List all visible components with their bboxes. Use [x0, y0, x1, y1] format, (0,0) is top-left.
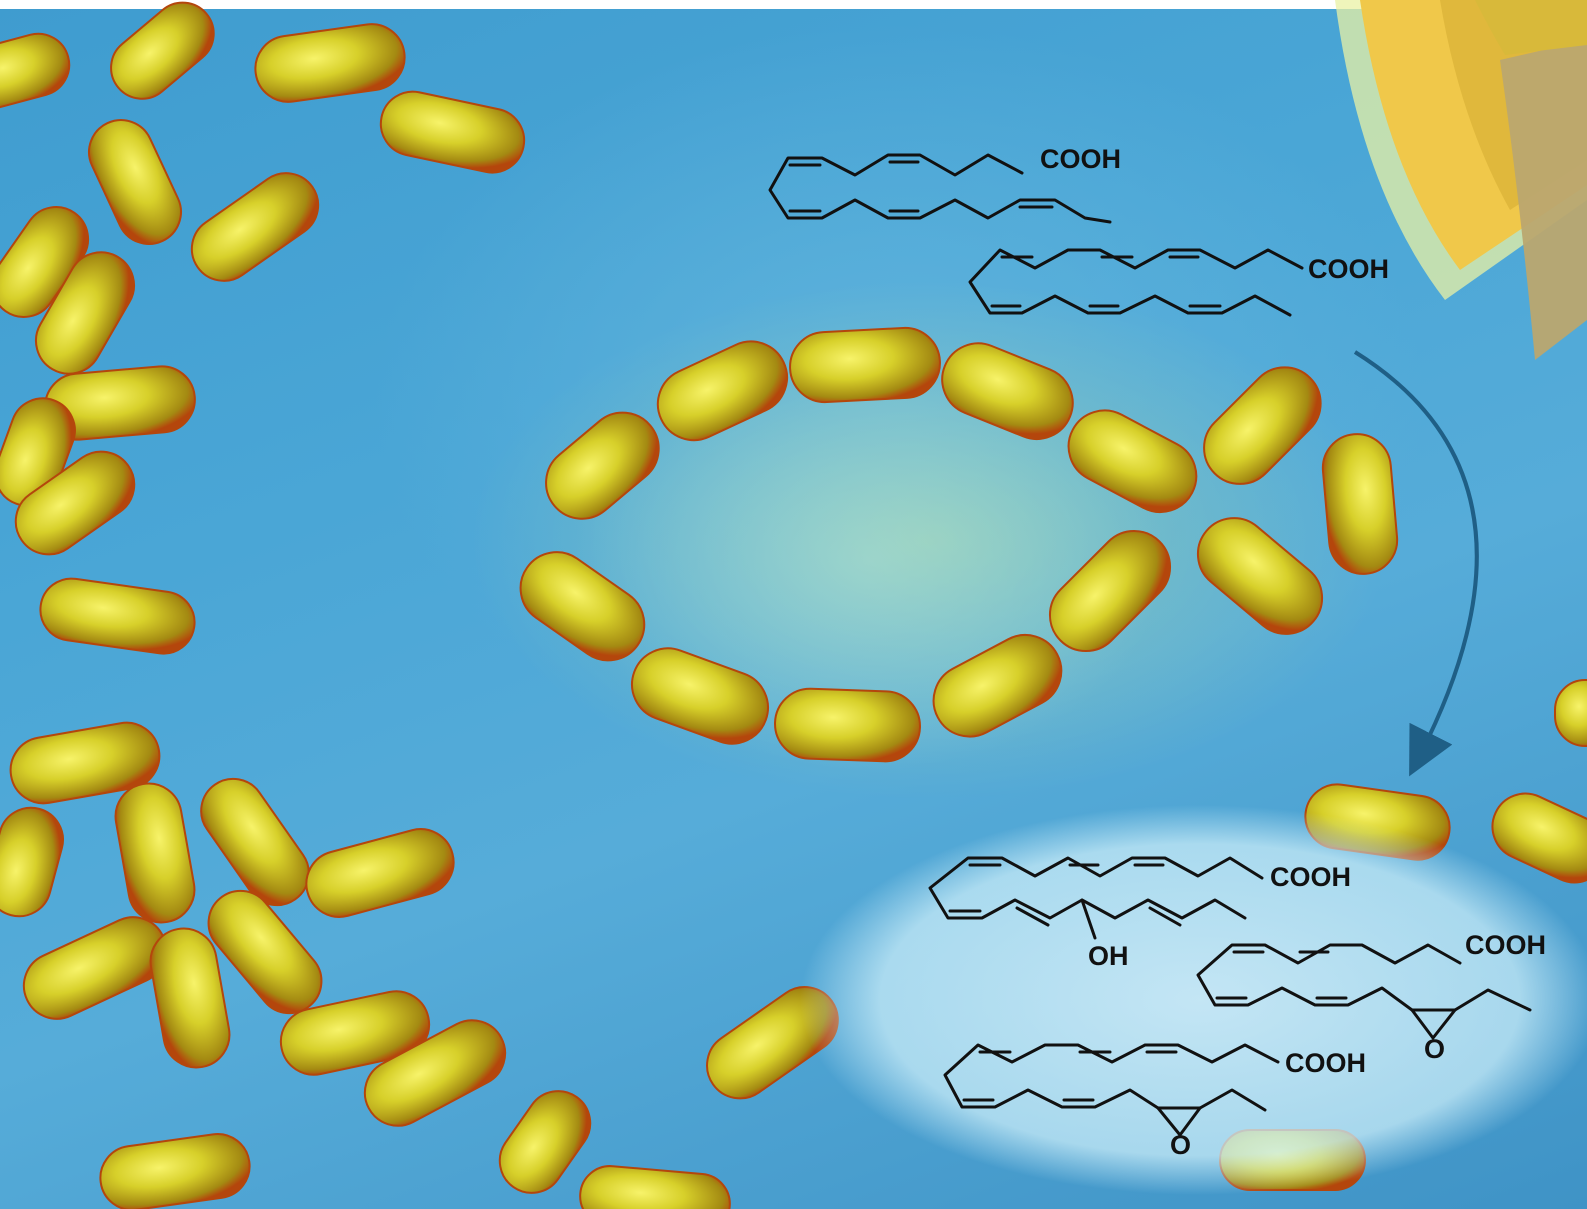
epoxy-2-structure — [943, 1043, 1280, 1137]
hydroxy-cooh-label: COOH — [1270, 862, 1351, 892]
epoxy-2-cooh-label: COOH — [1285, 1048, 1366, 1078]
top-margin-strip — [0, 0, 1587, 9]
dha-structure — [968, 248, 1304, 317]
epa-structure — [768, 153, 1112, 224]
highlight-haze — [800, 805, 1587, 1195]
hydroxy-structure — [928, 856, 1264, 940]
reaction-arrow-icon — [1353, 350, 1479, 777]
epoxy-1-oxygen-label: O — [1424, 1034, 1446, 1064]
fish-capsule-arrangement-icon — [519, 326, 1399, 763]
epoxy-2-oxygen-label: O — [1170, 1130, 1192, 1160]
epoxy-1-structure — [1196, 943, 1532, 1040]
scattered-capsules — [0, 1, 839, 1209]
hydroxy-oh-label: OH — [1088, 941, 1129, 971]
epoxy-1-cooh-label: COOH — [1465, 930, 1546, 960]
decorative-fan-icon — [1335, 0, 1587, 360]
epa-cooh-label: COOH — [1040, 144, 1121, 174]
dha-cooh-label: COOH — [1308, 254, 1389, 284]
